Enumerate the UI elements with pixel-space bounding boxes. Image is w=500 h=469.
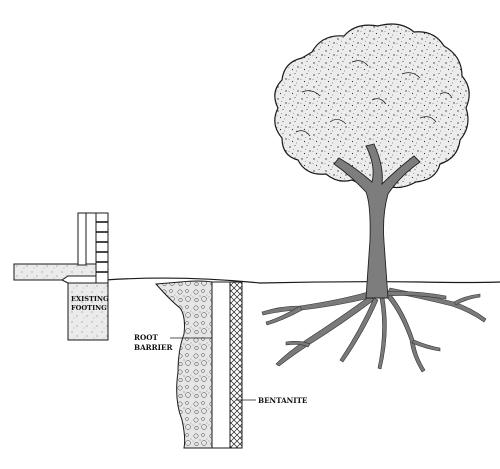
canopy-detail — [295, 60, 453, 137]
existing-footing — [67, 282, 109, 341]
brick-wall — [77, 212, 109, 284]
floor-slab — [13, 263, 101, 281]
footing-step — [61, 279, 69, 284]
gravel-trench — [154, 280, 213, 449]
bentanite-label: BENTANITE — [258, 396, 308, 405]
root-barrier-panel — [229, 281, 243, 449]
tree-canopy — [274, 23, 470, 189]
tree-roots — [261, 287, 487, 373]
existing-footing-label-line1: EXISTING — [71, 295, 109, 303]
existing-footing-label-line2: FOOTING — [71, 304, 107, 312]
tree-trunk — [333, 143, 421, 299]
root-barrier-label-line2: BARRIER — [134, 343, 173, 352]
root-barrier-label-line1: ROOT — [134, 333, 158, 342]
ground-line — [104, 277, 500, 284]
bentonite-layer — [211, 281, 231, 449]
